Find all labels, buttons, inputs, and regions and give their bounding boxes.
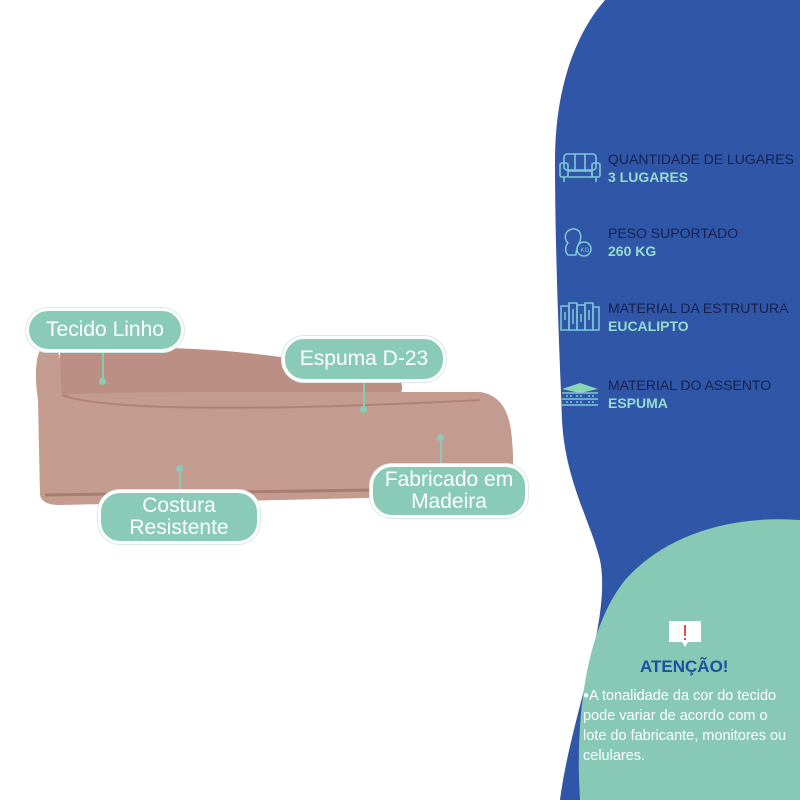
callout-line <box>363 380 365 408</box>
sofa-icon <box>559 153 601 182</box>
callout-line <box>179 470 181 492</box>
spec-value: 260 KG <box>608 243 657 259</box>
foam-layers-icon <box>562 383 598 406</box>
spec-label: MATERIAL DO ASSENTO <box>608 377 772 393</box>
spec-label: MATERIAL DA ESTRUTURA <box>608 300 789 316</box>
callout-line <box>102 340 104 380</box>
bullet-icon: ● <box>583 690 590 701</box>
svg-text:KG: KG <box>581 248 590 254</box>
spec-value: EUCALIPTO <box>608 318 689 334</box>
attention-title: ATENÇÃO! <box>640 657 729 676</box>
spec-value: 3 LUGARES <box>608 169 689 185</box>
callout-madeira-line2: Madeira <box>411 490 487 513</box>
callout-tecido-linho: Tecido Linho <box>26 308 184 352</box>
spec-seats: QUANTIDADE DE LUGARES 3 LUGARES <box>558 150 794 186</box>
spec-weight: KG PESO SUPORTADO 260 KG <box>558 224 738 260</box>
callout-madeira: Fabricado em Madeira <box>370 464 528 518</box>
spec-label: PESO SUPORTADO <box>608 225 739 241</box>
callout-dot <box>176 465 183 472</box>
wood-planks-icon <box>560 302 600 331</box>
callout-espuma: Espuma D-23 <box>282 336 446 382</box>
callout-madeira-line1: Fabricado em <box>384 468 514 491</box>
callout-costura-line2: Resistente <box>129 516 229 539</box>
callout-costura: Costura Resistente <box>98 490 260 544</box>
attention-text-body: A tonalidade da cor do tecido pode varia… <box>583 688 787 764</box>
callout-costura-line1: Costura <box>142 494 216 517</box>
callout-dot <box>360 406 367 413</box>
spec-label: QUANTIDADE DE LUGARES <box>608 151 794 167</box>
callout-dot <box>437 434 444 441</box>
callout-dot <box>99 378 106 385</box>
spec-structure: MATERIAL DA ESTRUTURA EUCALIPTO <box>558 299 788 335</box>
alert-speech-icon <box>669 621 701 647</box>
attention-text: ●A tonalidade da cor do tecido pode vari… <box>583 686 793 766</box>
callout-line <box>440 440 442 466</box>
mint-blob <box>578 519 800 800</box>
spec-seat: MATERIAL DO ASSENTO ESPUMA <box>558 376 771 412</box>
spec-value: ESPUMA <box>608 395 668 411</box>
weight-person-icon: KG <box>564 228 592 257</box>
